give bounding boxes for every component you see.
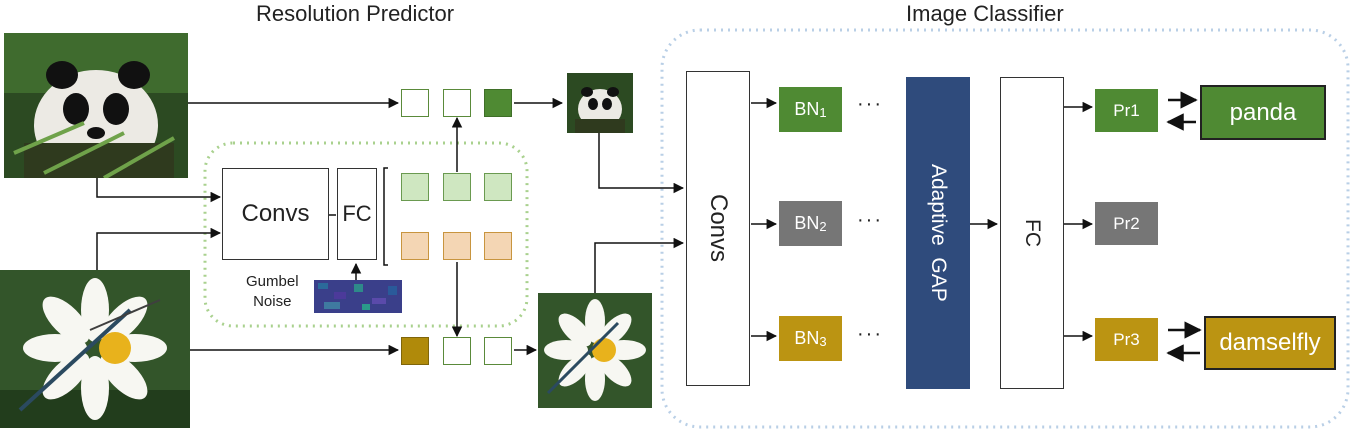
orange-prob-cell-2 bbox=[443, 232, 471, 260]
classifier-convs-label: Convs bbox=[705, 194, 732, 263]
ellipsis-3: ··· bbox=[857, 323, 883, 345]
panda-output-label: panda bbox=[1200, 85, 1326, 140]
image-classifier-title: Image Classifier bbox=[906, 1, 1064, 26]
green-prob-cell-3 bbox=[484, 173, 512, 201]
adaptive-gap-label: Adaptive GAP bbox=[927, 164, 950, 302]
resolution-predictor-region bbox=[203, 141, 529, 328]
bn-2-label: BN bbox=[794, 213, 820, 233]
gumbel-noise-label-line2: Noise bbox=[253, 293, 292, 310]
bottom-onehot-cell-selected bbox=[401, 337, 429, 365]
adaptive-gap-block: Adaptive GAP bbox=[906, 77, 970, 389]
bn-3-label: BN bbox=[794, 328, 820, 348]
classifier-fc-label: FC bbox=[1021, 219, 1044, 247]
pr-1-block: Pr1 bbox=[1095, 89, 1158, 132]
green-prob-cell-2 bbox=[443, 173, 471, 201]
gumbel-noise-label: Gumbel Noise bbox=[246, 272, 299, 312]
pr-3-block: Pr3 bbox=[1095, 318, 1158, 361]
gumbel-noise-image bbox=[314, 280, 402, 313]
medium-daisy-image bbox=[538, 293, 652, 408]
classifier-fc-block: FC bbox=[1000, 77, 1064, 389]
pr-2-block: Pr2 bbox=[1095, 202, 1158, 245]
top-onehot-cell-2 bbox=[443, 89, 471, 117]
orange-prob-cell-1 bbox=[401, 232, 429, 260]
small-panda-image bbox=[567, 73, 633, 133]
bn-1-label: BN bbox=[794, 99, 820, 119]
bn-3-subscript: 3 bbox=[819, 334, 827, 349]
ellipsis-1: ··· bbox=[857, 93, 883, 115]
gumbel-noise-label-line1: Gumbel bbox=[246, 273, 299, 290]
daisy-damselfly-image bbox=[0, 270, 190, 428]
top-onehot-cell-selected bbox=[484, 89, 512, 117]
predictor-fc-block: FC bbox=[337, 168, 377, 260]
top-onehot-cell-1 bbox=[401, 89, 429, 117]
green-prob-cell-1 bbox=[401, 173, 429, 201]
orange-prob-cell-3 bbox=[484, 232, 512, 260]
bottom-onehot-cell-3 bbox=[484, 337, 512, 365]
ellipsis-2: ··· bbox=[857, 209, 883, 231]
damselfly-output-label: damselfly bbox=[1204, 316, 1336, 370]
classifier-convs-block: Convs bbox=[686, 71, 750, 386]
bn-2-subscript: 2 bbox=[819, 219, 827, 234]
bn-1-subscript: 1 bbox=[819, 105, 827, 120]
panda-image bbox=[4, 33, 188, 178]
bottom-onehot-cell-2 bbox=[443, 337, 471, 365]
resolution-predictor-title: Resolution Predictor bbox=[256, 1, 455, 26]
predictor-convs-block: Convs bbox=[222, 168, 329, 260]
